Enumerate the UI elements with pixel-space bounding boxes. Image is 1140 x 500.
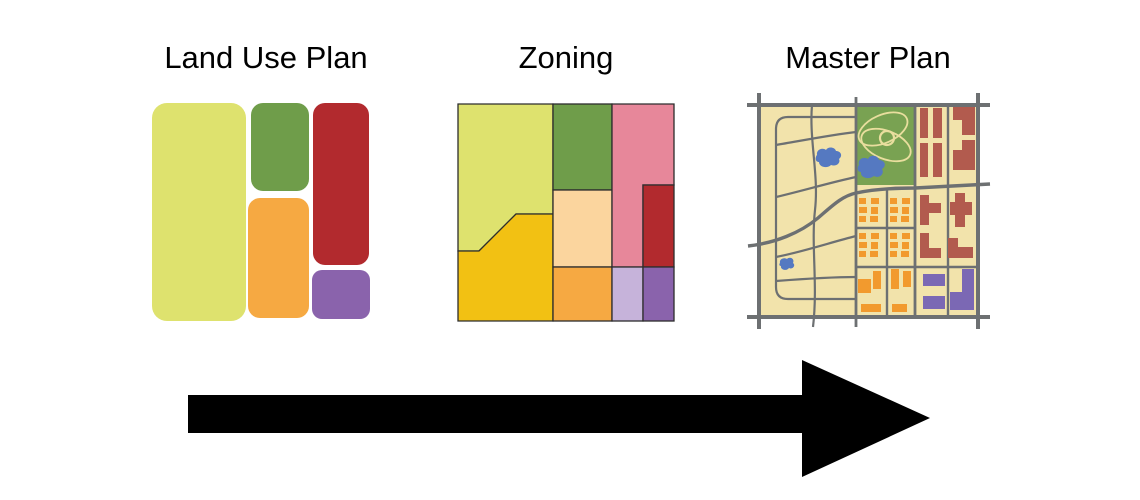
lake-small [779, 257, 795, 270]
zoning-cell-purple [642, 266, 675, 322]
road-network [747, 93, 991, 329]
lake-large [815, 147, 842, 168]
building [920, 195, 941, 225]
zoning-cell-orange [552, 266, 613, 322]
building [953, 140, 975, 170]
brick-buildings [920, 107, 975, 258]
road-west-4 [775, 275, 857, 283]
land-use-block-green [251, 103, 309, 191]
building [933, 108, 942, 138]
purple-buildings [923, 269, 974, 310]
master-plan-title: Master Plan [785, 40, 951, 75]
building [953, 107, 975, 135]
park-pond [857, 155, 885, 179]
building [948, 238, 973, 258]
building [950, 193, 972, 227]
land-use-block-chartreuse [152, 103, 246, 321]
building [950, 269, 974, 310]
zoning-title: Zoning [518, 40, 614, 75]
building [920, 108, 928, 138]
zoning-cell-red [642, 184, 675, 268]
building [920, 233, 941, 258]
zoning-figure [457, 103, 675, 322]
land-use-plan-figure [152, 103, 370, 321]
orange-buildings [858, 198, 911, 312]
water-bodies [779, 147, 885, 270]
land-use-block-red [313, 103, 369, 265]
building [920, 143, 928, 177]
land-use-block-purple [312, 270, 370, 319]
right-arrow-shape [188, 360, 930, 477]
zoning-cell-lavender [611, 266, 644, 322]
road-wavy-vertical-west [810, 104, 818, 328]
road-loop-west [774, 115, 856, 301]
building [933, 143, 942, 177]
park-paths [857, 111, 912, 163]
zoning-cell-green [552, 103, 613, 191]
building [923, 274, 945, 286]
road-arterial-curve [747, 182, 991, 248]
road-west-1 [775, 130, 857, 147]
land-use-plan-title: Land Use Plan [164, 40, 368, 75]
road-west-3 [775, 234, 857, 259]
building [923, 296, 945, 309]
road-west-2 [775, 175, 857, 199]
land-use-block-orange [248, 198, 309, 318]
master-plan-figure [747, 93, 991, 329]
zoning-cell-peach [552, 189, 613, 268]
process-arrow [188, 360, 930, 477]
